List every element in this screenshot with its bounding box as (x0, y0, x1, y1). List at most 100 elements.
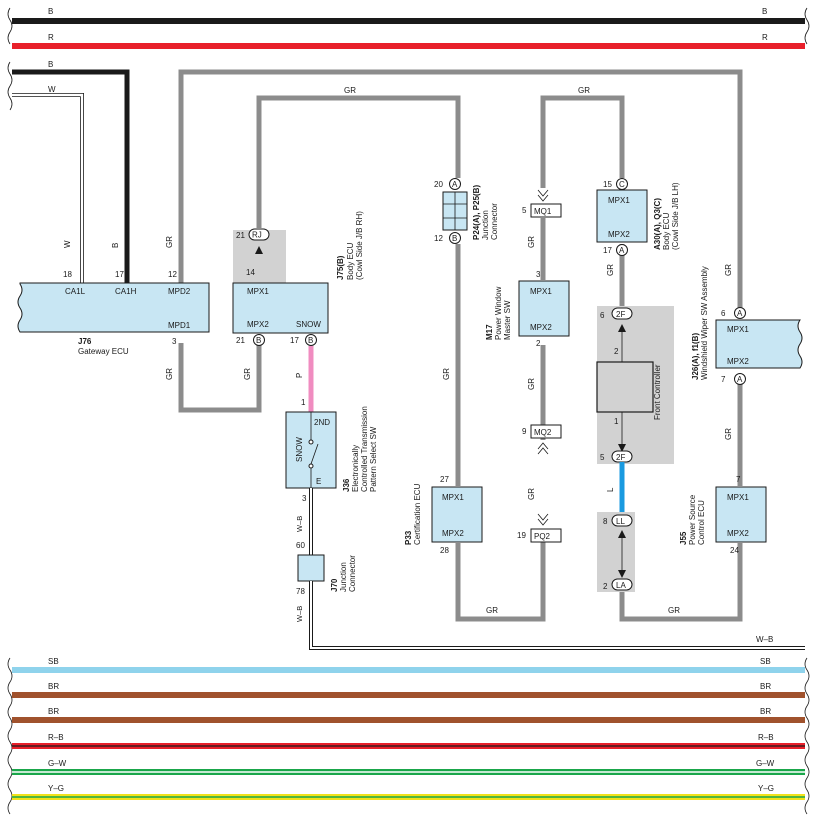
body-ecu-rh-pin: 21 (236, 231, 245, 240)
connector-mq1-label: MQ1 (534, 207, 552, 216)
wire-label-gr: GR (724, 264, 733, 276)
connector-a-label: A (452, 180, 458, 189)
connector-a-label: A (737, 309, 743, 318)
wire-gr-mpd1-to-j75 (178, 343, 262, 413)
j26-terminal: MPX1 (727, 325, 749, 334)
m17-pin: 5 (522, 206, 527, 215)
body-ecu-rh-terminal: MPX2 (247, 320, 269, 329)
bus-label-right: SB (760, 657, 771, 666)
j55-line: Control ECU (697, 500, 706, 545)
j55-box (715, 486, 767, 543)
body-ecu-rh-id: J75(B) (336, 255, 345, 280)
bus-label-left: B (48, 7, 53, 16)
body-ecu-rh-pin: 14 (246, 268, 255, 277)
certification-ecu: 27 MPX1 MPX2 28 P33 Certification ECU (404, 475, 483, 555)
p33-id: P33 (404, 530, 413, 545)
j55-line: Power Source (688, 494, 697, 545)
wire-label-gr: GR (243, 368, 252, 380)
gateway-terminal: CA1L (65, 287, 86, 296)
wire-label-gr: GR (527, 488, 536, 500)
wire-gr-p33-to-pq2 (455, 530, 546, 622)
wire-label-gr: GR (724, 428, 733, 440)
bus-label-right: R (762, 33, 768, 42)
j55-terminal: MPX1 (727, 493, 749, 502)
fc-pin: 1 (614, 417, 619, 426)
connector-b (253, 334, 265, 346)
bus-label-right: W–B (756, 635, 773, 644)
connector-la-label: LA (616, 581, 626, 590)
connector-a-label: A (737, 375, 743, 384)
bus-label-right: G–W (756, 759, 775, 768)
bus-label-left: G–W (48, 759, 67, 768)
fc-name: Front Controller (653, 364, 662, 420)
body-ecu-lh: 15 C MPX1 MPX2 17 A A30(A), Q3(C) Body E… (596, 178, 680, 256)
wb-wire: W–B 60 78 W–B W–B J70 Junction Connector (295, 488, 805, 650)
wire-label-wb: W–B (295, 516, 304, 532)
j36-contact-point (308, 439, 314, 445)
fc-pin: 2 (614, 347, 619, 356)
gateway-ecu-box (17, 282, 210, 333)
p33-name: Certification ECU (413, 483, 422, 545)
connector-a (734, 307, 746, 319)
chevron-down-icon (537, 518, 549, 526)
wire-label-gr: GR (486, 606, 498, 615)
j26-pin: 6 (721, 309, 726, 318)
break-mark-left-top (7, 7, 13, 45)
p33-terminal: MPX2 (442, 529, 464, 538)
connector-pq2 (530, 528, 562, 543)
break-mark-left-bottom (7, 657, 13, 815)
gateway-pin: 12 (168, 270, 177, 279)
j26-name: Windshield Wiper SW Assembly (700, 266, 709, 380)
j70-line: Junction (339, 562, 348, 592)
j26-pin: 7 (721, 375, 726, 384)
j36-switch: P 1 2ND SNOW E 3 J36 Electronically Cont… (285, 346, 378, 503)
wire-label-gr: GR (527, 378, 536, 390)
p24-line: Connector (490, 203, 499, 240)
wire-gr-la-to-j55 (619, 543, 743, 622)
wire-label-wb: W–B (295, 606, 304, 622)
wire-w-ca1l (12, 93, 84, 283)
connector-mq1 (530, 203, 562, 218)
a30-terminal: MPX2 (608, 230, 630, 239)
bus-label-left: R–B (48, 733, 64, 742)
wire-label-w: W (48, 85, 56, 94)
j55-pin: 7 (736, 475, 741, 484)
gateway-pin: 17 (115, 270, 124, 279)
chevron-up-icon (537, 442, 549, 450)
wire-gr-mpd2-to-j26 (178, 69, 743, 311)
j70-pin: 78 (296, 587, 305, 596)
wire-label-gr: GR (578, 86, 590, 95)
j26-box (715, 319, 803, 369)
body-ecu-rh-terminal: SNOW (296, 320, 321, 329)
bus-label-left: BR (48, 707, 59, 716)
gateway-terminal: MPD1 (168, 321, 191, 330)
chevron-up-icon (537, 447, 549, 455)
j70-pin: 60 (296, 541, 305, 550)
gateway-terminal: CA1H (115, 287, 137, 296)
gateway-id: J76 (78, 337, 92, 346)
p33-pin: 27 (440, 475, 449, 484)
a30-box (596, 189, 648, 243)
top-bus: B B R R (7, 7, 810, 49)
connector-b-label: B (256, 336, 261, 345)
chevron-down-icon (537, 194, 549, 202)
connector-a (734, 373, 746, 385)
connector-la (611, 578, 633, 591)
arrow-up-icon (618, 530, 626, 538)
wire-label-gr: GR (165, 368, 174, 380)
m17-pin: 9 (522, 427, 527, 436)
fc-pin: 6 (600, 311, 605, 320)
j55-pin: 24 (730, 546, 739, 555)
power-source-control-ecu: 7 MPX1 MPX2 24 J55 Power Source Control … (679, 475, 767, 555)
fc-pin: 8 (603, 517, 608, 526)
bus-label-right: BR (760, 707, 771, 716)
a30-line: (Cowl Side J/B LH) (671, 182, 680, 250)
body-ecu-rh-box (232, 282, 329, 334)
connector-ll-label: LL (616, 517, 625, 526)
wire-gr-rj-to-p24 (256, 95, 461, 228)
body-ecu-rh: RJ 21 14 MPX1 MPX2 SNOW 21 B 17 B J75(B)… (232, 211, 364, 346)
j26-terminal: MPX2 (727, 357, 749, 366)
a30-terminal: MPX1 (608, 196, 630, 205)
m17-terminal: MPX2 (530, 323, 552, 332)
connector-ll (611, 514, 633, 527)
